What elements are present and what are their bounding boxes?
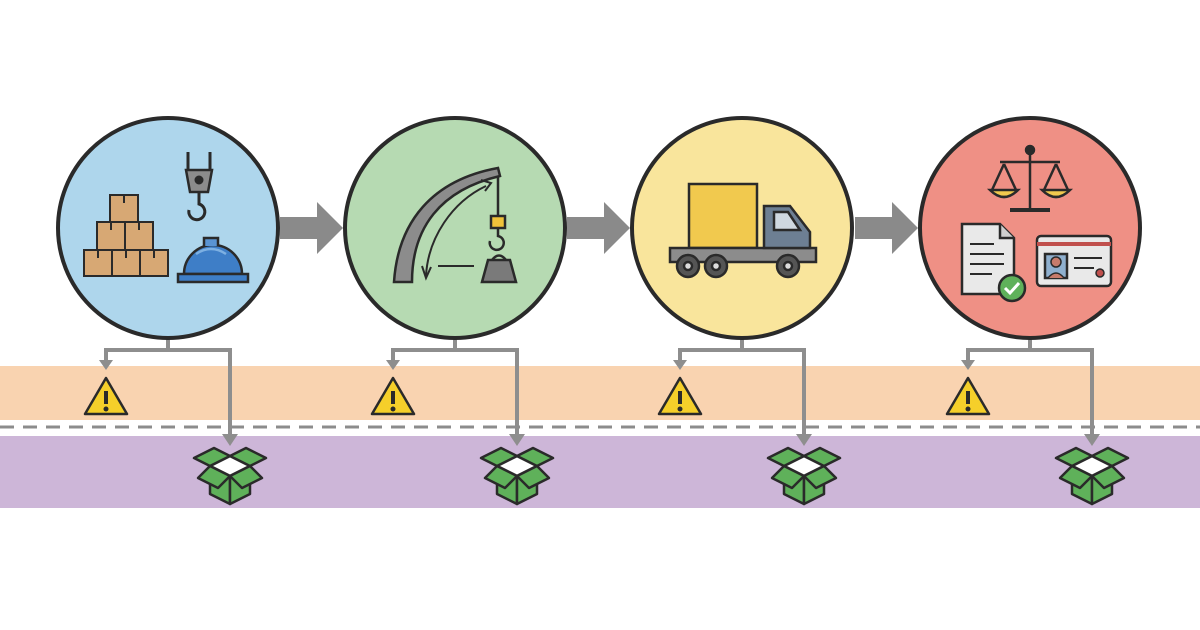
scales-icon (986, 144, 1074, 212)
hook-icon (488, 176, 507, 252)
stage-connector-4 (961, 338, 1100, 446)
stage-transport (630, 116, 854, 340)
stage-connector-1 (99, 338, 238, 446)
hard-hat-icon (176, 236, 250, 284)
stage-materials-circle (56, 116, 280, 340)
stage-lifting (343, 116, 567, 340)
warning-icon-1 (83, 376, 129, 416)
stage-materials (56, 116, 280, 340)
id-card-icon (1035, 234, 1113, 288)
open-box-icon-2 (479, 446, 555, 506)
risk-band (0, 366, 1200, 420)
stage-compliance (918, 116, 1142, 340)
open-box-icon-1 (192, 446, 268, 506)
warning-icon-2 (370, 376, 416, 416)
output-band (0, 436, 1200, 508)
flow-arrow-right-icon-3 (855, 202, 918, 254)
open-box-icon-3 (766, 446, 842, 506)
open-box-icon-4 (1054, 446, 1130, 506)
weight-icon (480, 254, 518, 284)
flow-arrow-right-icon-1 (280, 202, 343, 254)
flow-arrow-right-icon-2 (567, 202, 630, 254)
crane-arc-icon (392, 166, 502, 284)
stacked-boxes-icon (83, 194, 169, 277)
stage-connector-3 (673, 338, 812, 446)
stage-connector-2 (386, 338, 525, 446)
truck-icon (668, 182, 818, 279)
stage-lifting-circle (343, 116, 567, 340)
warning-icon-3 (657, 376, 703, 416)
document-check-icon (960, 222, 1027, 303)
crane-hook-icon (184, 152, 214, 222)
warning-icon-4 (945, 376, 991, 416)
